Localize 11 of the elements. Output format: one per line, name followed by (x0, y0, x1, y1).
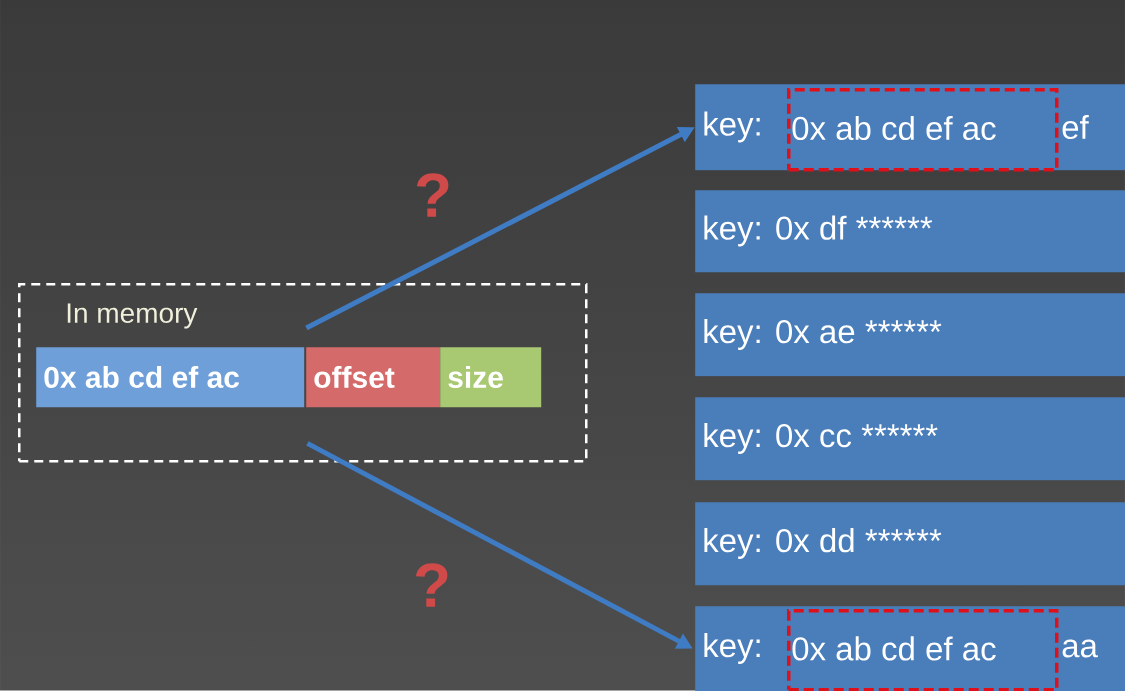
key-cell: 0x ab cd ef ac (36, 347, 305, 408)
offset-cell: offset (306, 347, 441, 408)
highlight-frame: 0x ab cd ef ac (787, 609, 1059, 691)
key-row: key: 0x df ****** (695, 190, 1125, 273)
edge-label: ? (415, 563, 448, 607)
size-cell: size (440, 347, 542, 408)
key-row: key: 0x cc ****** (695, 397, 1125, 481)
key-row: key: 0x ae ****** (695, 293, 1125, 377)
key-row: key: 0x dd ****** (695, 502, 1125, 586)
edge-label: ? (416, 173, 449, 217)
highlight-frame: 0x ab cd ef ac (787, 88, 1059, 172)
